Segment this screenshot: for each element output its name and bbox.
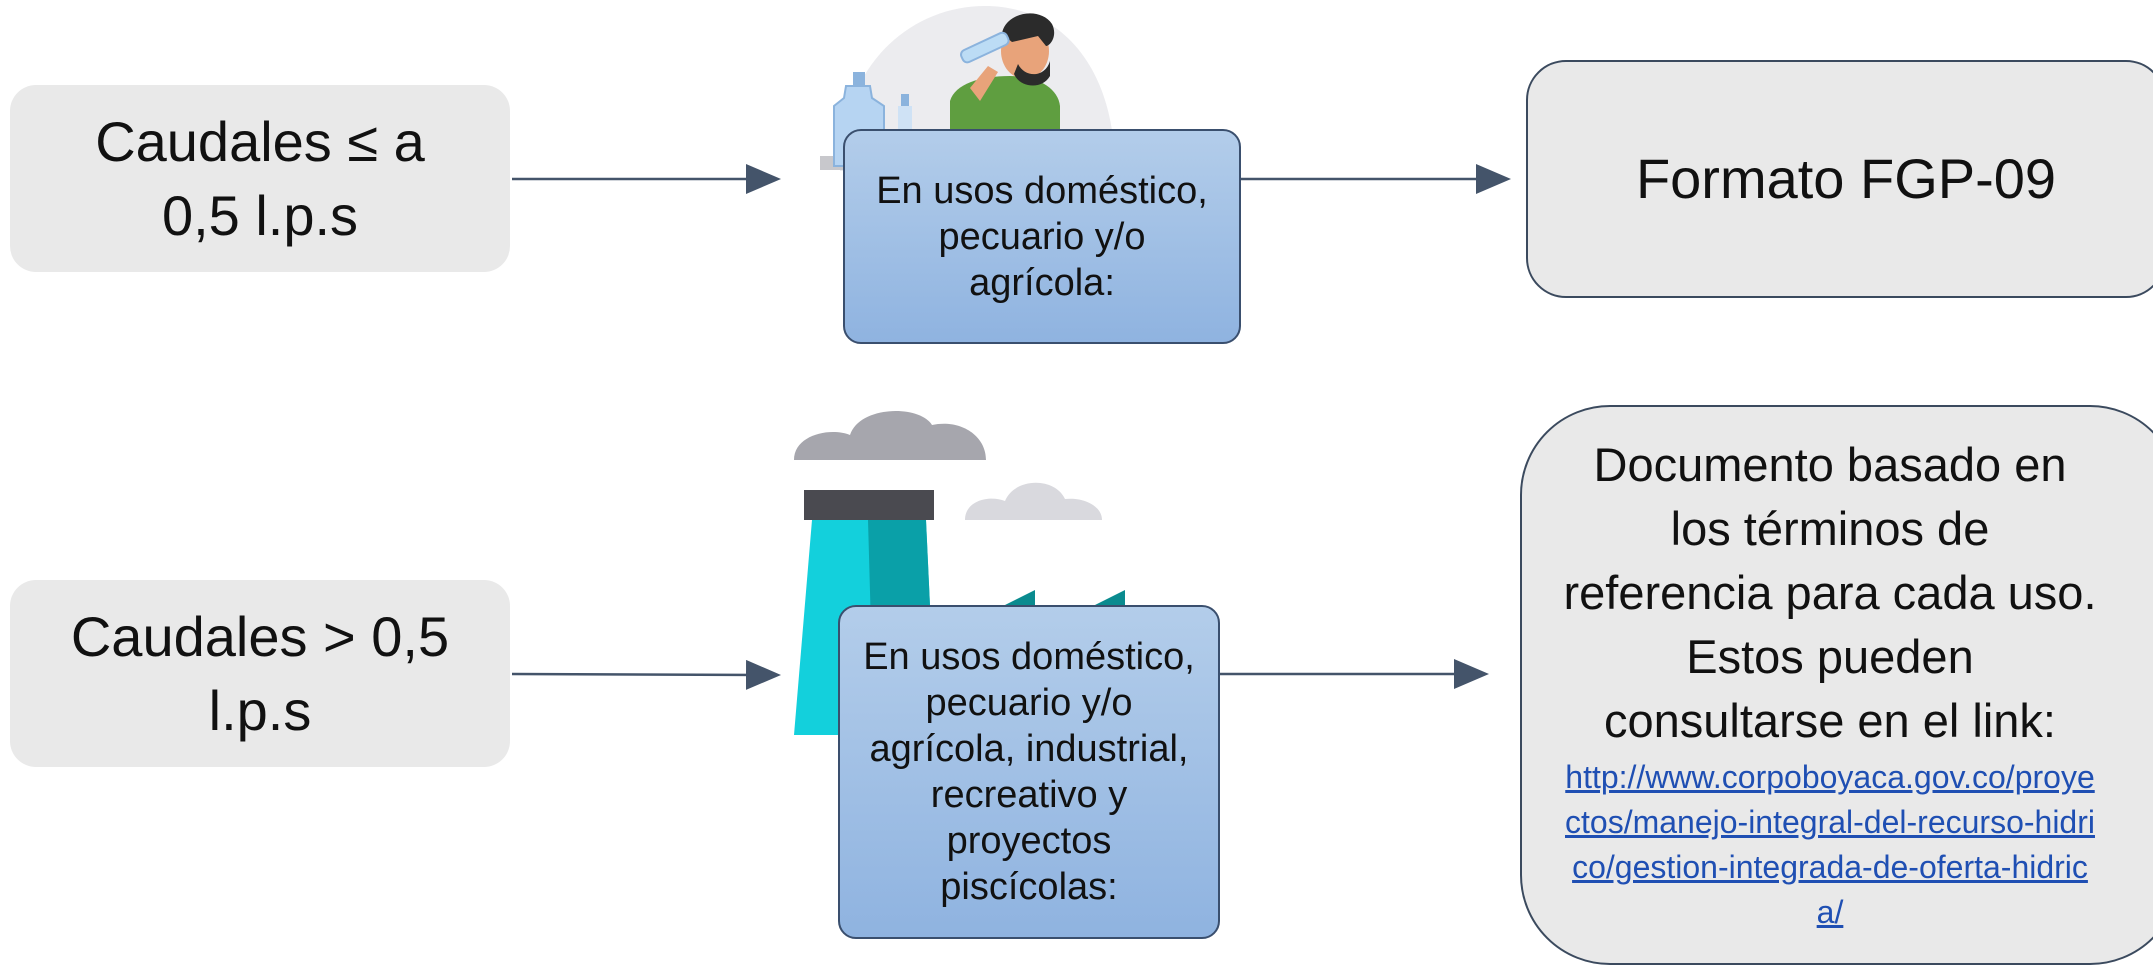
flow-box-row1-left: Caudales ≤ a 0,5 l.p.s	[10, 85, 510, 272]
result-box-row2: Documento basado en los términos de refe…	[1520, 405, 2153, 965]
result-row1-label: Formato FGP-09	[1635, 147, 2057, 210]
flow-row2-left-label: Caudales > 0,5 l.p.s	[70, 604, 450, 742]
usage-row1-label: En usos doméstico, pecuario y/o agrícola…	[876, 169, 1208, 304]
connector-arrows	[511, 164, 1511, 690]
usage-row2-label: En usos doméstico, pecuario y/o agrícola…	[863, 636, 1195, 908]
result-row2-label: Documento basado en los términos de refe…	[1563, 438, 2097, 747]
result-row2-content: Documento basado en los términos de refe…	[1560, 433, 2100, 935]
arrow-row2-left	[511, 659, 781, 690]
flow-box-row2-left: Caudales > 0,5 l.p.s	[10, 580, 510, 767]
result-box-row1: Formato FGP-09	[1526, 60, 2153, 298]
flow-row1-left-label: Caudales ≤ a 0,5 l.p.s	[95, 109, 425, 247]
usage-box-row2: En usos doméstico, pecuario y/o agrícola…	[838, 605, 1220, 939]
usage-box-row1: En usos doméstico, pecuario y/o agrícola…	[843, 129, 1241, 344]
corpoboyaca-link[interactable]: http://www.corpoboyaca.gov.co/proyectos/…	[1565, 759, 2095, 930]
